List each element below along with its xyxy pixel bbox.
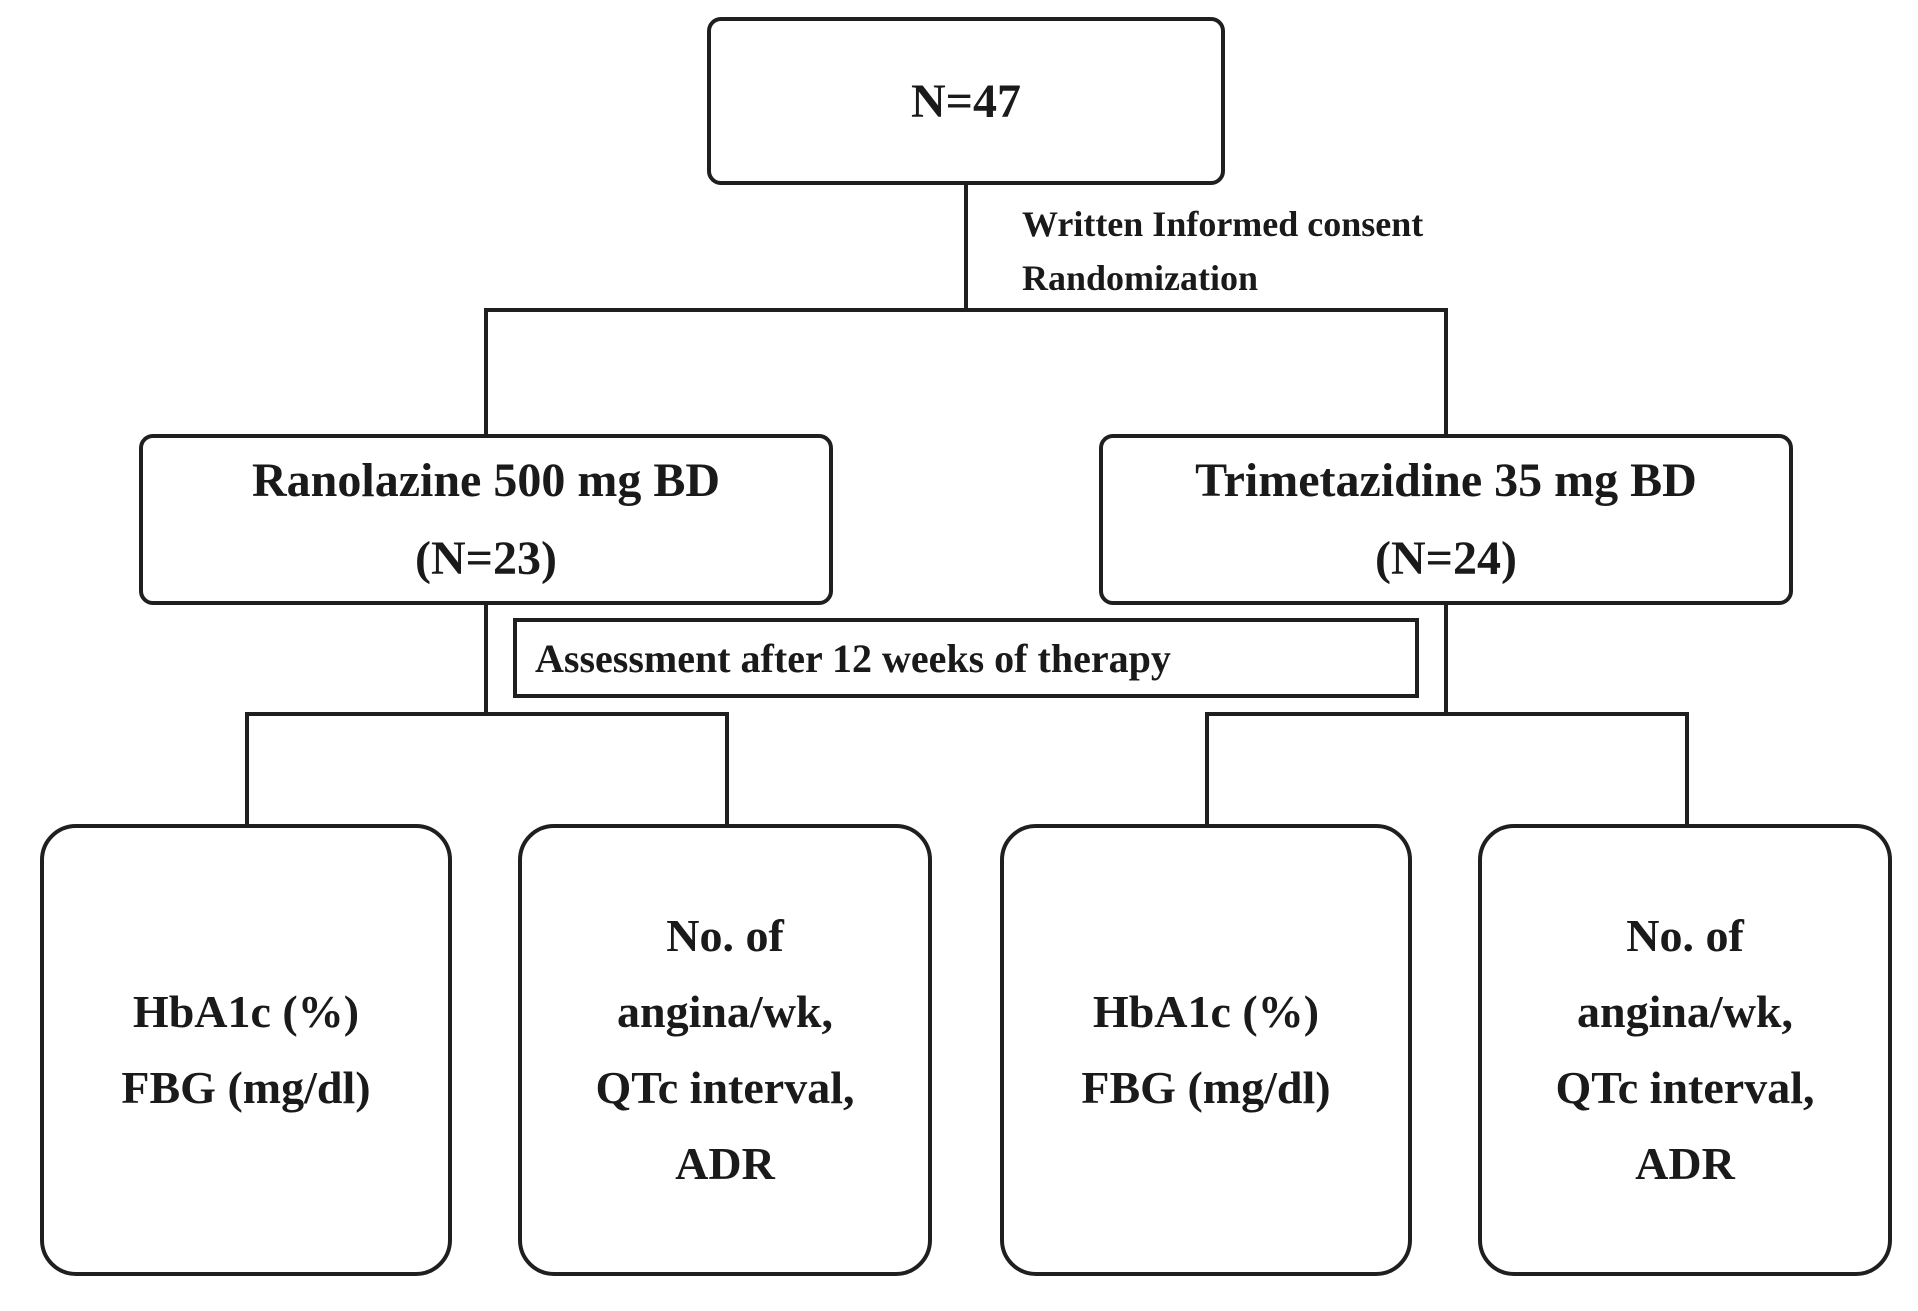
outcome-line: No. of bbox=[1626, 910, 1744, 961]
outcome-line: QTc interval, bbox=[595, 1062, 855, 1113]
outcome-line: QTc interval, bbox=[1555, 1062, 1815, 1113]
connector-right-drop bbox=[1444, 308, 1448, 438]
outcome-line: HbA1c (%) bbox=[1092, 986, 1320, 1037]
trimetazidine-arm-count: (N=24) bbox=[1375, 531, 1517, 585]
outcome-line: No. of bbox=[666, 910, 784, 961]
ranolazine-arm-box: Ranolazine 500 mg BD (N=23) bbox=[139, 434, 833, 605]
outcome-line: ADR bbox=[1635, 1138, 1735, 1189]
outcome-line: ADR bbox=[675, 1138, 775, 1189]
total-participants-label: N=47 bbox=[910, 74, 1021, 128]
total-participants-box: N=47 bbox=[707, 17, 1225, 185]
trimetazidine-arm-drug: Trimetazidine 35 mg BD bbox=[1195, 453, 1697, 507]
ranolazine-clinical-outcomes-box: No. of angina/wk, QTc interval, ADR bbox=[518, 824, 932, 1276]
ranolazine-arm-count: (N=23) bbox=[415, 531, 557, 585]
connector-split-bar bbox=[484, 308, 1448, 312]
ranolazine-glycemic-outcomes-box: HbA1c (%) FBG (mg/dl) bbox=[40, 824, 452, 1276]
connector-right-outcome-drop-2 bbox=[1685, 712, 1689, 824]
assessment-box: Assessment after 12 weeks of therapy bbox=[513, 618, 1419, 698]
consent-note-line-1: Written Informed consent bbox=[1022, 204, 1424, 244]
connector-left-outcome-drop-2 bbox=[725, 712, 729, 824]
consent-note-line-2: Randomization bbox=[1022, 258, 1259, 298]
outcome-line: HbA1c (%) bbox=[132, 986, 360, 1037]
connector-top-stem bbox=[964, 183, 968, 310]
trimetazidine-arm-box: Trimetazidine 35 mg BD (N=24) bbox=[1099, 434, 1793, 605]
assessment-label: Assessment after 12 weeks of therapy bbox=[535, 635, 1171, 681]
outcome-line: FBG (mg/dl) bbox=[1081, 1062, 1331, 1113]
connector-right-outcome-bar bbox=[1205, 712, 1689, 716]
ranolazine-arm-drug: Ranolazine 500 mg BD bbox=[252, 453, 720, 507]
connector-left-outcome-drop-1 bbox=[245, 712, 249, 824]
trimetazidine-clinical-outcomes-box: No. of angina/wk, QTc interval, ADR bbox=[1478, 824, 1892, 1276]
outcome-line: angina/wk, bbox=[616, 986, 834, 1037]
connector-right-outcome-drop-1 bbox=[1205, 712, 1209, 824]
connector-left-arm-stem bbox=[484, 603, 488, 716]
connector-left-outcome-bar bbox=[245, 712, 729, 716]
trimetazidine-glycemic-outcomes-box: HbA1c (%) FBG (mg/dl) bbox=[1000, 824, 1412, 1276]
connector-left-drop bbox=[484, 308, 488, 438]
consent-randomization-note: Written Informed consent Randomization bbox=[1022, 197, 1423, 305]
outcome-line: FBG (mg/dl) bbox=[121, 1062, 371, 1113]
connector-right-arm-stem bbox=[1444, 603, 1448, 716]
outcome-line: angina/wk, bbox=[1576, 986, 1794, 1037]
